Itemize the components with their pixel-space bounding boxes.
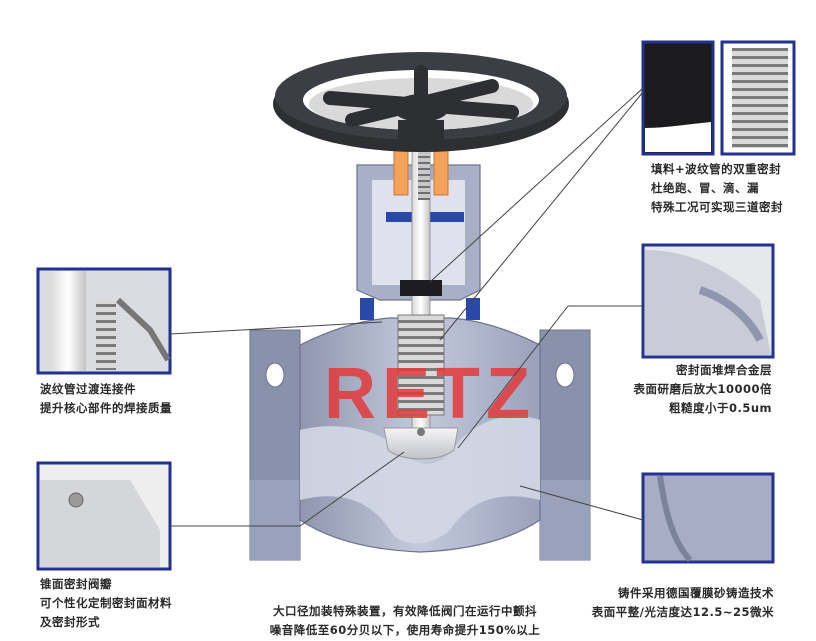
caption-line: 波纹管过渡连接件 bbox=[40, 382, 136, 396]
inset-packing bbox=[641, 40, 715, 156]
caption-line: 杜绝跑、冒、滴、漏 bbox=[651, 181, 759, 195]
caption-casting: 铸件采用德国覆膜砂铸造技术 表面平整/光洁度达12.5~25微米 bbox=[592, 584, 774, 622]
inset-seat-surface bbox=[641, 243, 775, 359]
caption-line: 噪音降低至60分贝以下，使用寿命提升150%以上 bbox=[269, 623, 541, 637]
caption-line: 及密封形式 bbox=[40, 615, 100, 629]
handwheel bbox=[273, 52, 569, 152]
caption-large-bore: 大口径加装特殊装置，有效降低阀门在运行中颤抖 噪音降低至60分贝以下，使用寿命提… bbox=[245, 602, 565, 640]
inset-bellows-weld bbox=[36, 267, 172, 375]
caption-line: 表面研磨后放大10000倍 bbox=[633, 382, 772, 396]
inset-bellows bbox=[720, 40, 796, 156]
caption-line: 大口径加装特殊装置，有效降低阀门在运行中颤抖 bbox=[273, 604, 537, 618]
inset-casting bbox=[641, 472, 775, 564]
caption-line: 粗糙度小于0.5um bbox=[668, 401, 772, 415]
caption-bellows-weld: 波纹管过渡连接件 提升核心部件的焊接质量 bbox=[40, 380, 172, 418]
leader-lines bbox=[169, 87, 644, 527]
caption-seat-surface: 密封面堆焊合金层 表面研磨后放大10000倍 粗糙度小于0.5um bbox=[633, 361, 772, 418]
caption-line: 锥面密封阀瓣 bbox=[40, 577, 112, 591]
caption-line: 填料+波纹管的双重密封 bbox=[651, 162, 782, 176]
caption-line: 可个性化定制密封面材料 bbox=[40, 596, 172, 610]
inset-cone-disc bbox=[36, 461, 172, 571]
caption-line: 表面平整/光洁度达12.5~25微米 bbox=[591, 605, 774, 619]
brand-logo: RETZ bbox=[324, 354, 536, 434]
caption-line: 铸件采用德国覆膜砂铸造技术 bbox=[618, 586, 774, 600]
caption-cone-disc: 锥面密封阀瓣 可个性化定制密封面材料 及密封形式 bbox=[40, 575, 172, 632]
caption-line: 提升核心部件的焊接质量 bbox=[40, 401, 172, 415]
brand-logo-text: RETZ bbox=[324, 354, 536, 434]
valve-stem bbox=[383, 141, 459, 460]
caption-line: 特殊工况可实现三道密封 bbox=[651, 200, 783, 214]
caption-packing-bellows: 填料+波纹管的双重密封 杜绝跑、冒、滴、漏 特殊工况可实现三道密封 bbox=[651, 160, 783, 217]
caption-line: 密封面堆焊合金层 bbox=[676, 363, 772, 377]
